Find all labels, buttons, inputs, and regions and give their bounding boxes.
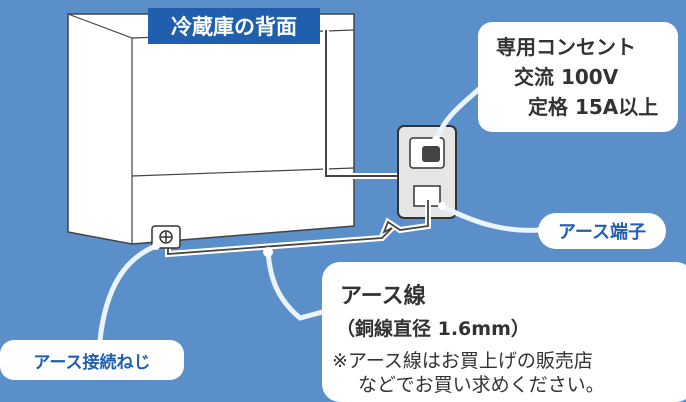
outlet-label-line1: 専用コンセント xyxy=(496,35,636,59)
earth-wire-title: アース線 xyxy=(340,284,426,309)
wiring-diagram xyxy=(67,13,543,343)
earth-terminal-label: アース端子 xyxy=(538,213,666,249)
earth-wire xyxy=(165,200,431,258)
outlet-callout: 専用コンセント 交流 100V 定格 15A以上 xyxy=(478,22,678,132)
fridge-back-label: 冷蔵庫の背面 xyxy=(148,8,320,44)
earth-wire-spec: （銅線直径 1.6mm） xyxy=(336,318,530,340)
earth-wire-note-2: などでお買い求めください。 xyxy=(358,374,605,396)
earth-wire-note-1: ※アース線はお買上げの販売店 xyxy=(332,350,593,372)
outlet-label-line2: 交流 100V xyxy=(514,65,619,89)
fridge-back-panel xyxy=(67,13,355,245)
wall-outlet-plate xyxy=(397,125,457,219)
earth-screw-icon xyxy=(151,225,181,249)
callout-dots xyxy=(152,136,446,257)
earth-wire-callout: アース線 （銅線直径 1.6mm） ※アース線はお買上げの販売店 などでお買い求… xyxy=(322,262,686,402)
earth-screw-label: アース接続ねじ xyxy=(0,340,184,380)
outlet-label-line3: 定格 15A以上 xyxy=(528,95,659,119)
